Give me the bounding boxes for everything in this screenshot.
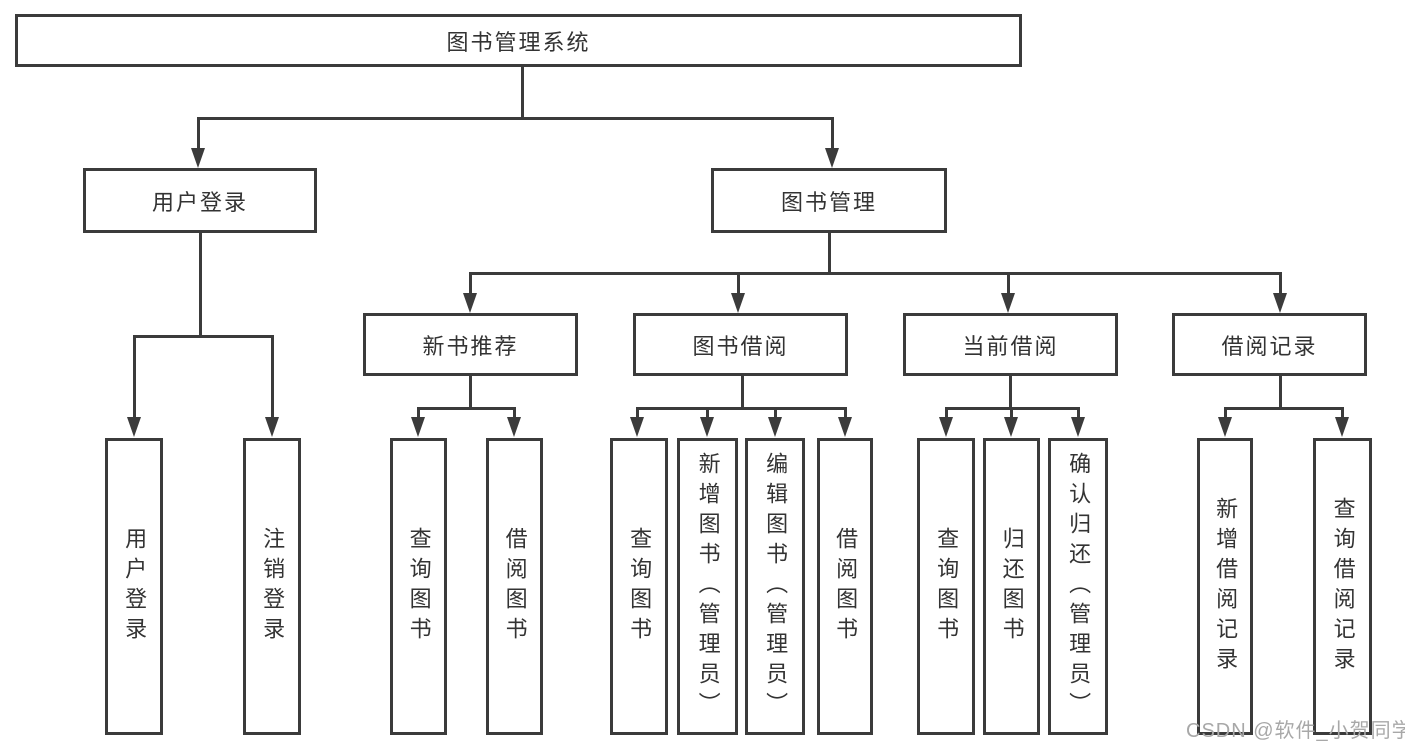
connector-drop-line	[773, 408, 777, 419]
arrow-down-icon	[1273, 293, 1287, 313]
leaf-return-books: 归还图书	[983, 438, 1040, 735]
connector-drop-line	[705, 408, 709, 419]
leaf-confirm-return-admin-label: 确认归还（管理员）	[1066, 451, 1092, 722]
node-library-system-label: 图书管理系统	[446, 29, 591, 55]
arrow-down-icon	[768, 417, 782, 437]
connector-drop-line	[1223, 408, 1227, 419]
arrow-down-icon	[463, 293, 477, 313]
arrow-down-icon	[265, 417, 279, 437]
connector-drop-line	[1076, 408, 1080, 419]
connector-stub	[827, 233, 831, 273]
connector-rail	[1223, 406, 1344, 410]
leaf-query-books-current: 查询图书	[917, 438, 975, 735]
leaf-add-borrow-record-label: 新增借阅记录	[1213, 496, 1239, 677]
connector-stub	[520, 65, 524, 118]
node-new-book-recommend: 新书推荐	[363, 313, 578, 376]
connector-drop-line	[416, 408, 420, 419]
connector-drop-line	[736, 273, 740, 295]
arrow-down-icon	[1218, 417, 1232, 437]
arrow-down-icon	[1004, 417, 1018, 437]
leaf-add-book-admin-label: 新增图书（管理员）	[695, 451, 721, 722]
arrow-down-icon	[700, 417, 714, 437]
connector-stub	[1008, 376, 1012, 408]
node-book-borrowing-label: 图书借阅	[692, 333, 789, 359]
arrow-down-icon	[1335, 417, 1349, 437]
connector-rail	[635, 406, 847, 410]
arrow-down-icon	[191, 148, 205, 168]
connector-drop-line	[944, 408, 948, 419]
leaf-user-login: 用户登录	[105, 438, 163, 735]
leaf-add-book-admin: 新增图书（管理员）	[677, 438, 738, 735]
connector-rail	[132, 334, 274, 338]
leaf-query-books-borrowing: 查询图书	[610, 438, 668, 735]
node-current-borrowing-label: 当前借阅	[962, 333, 1059, 359]
connector-rail	[468, 271, 1282, 275]
leaf-query-books-recommend-label: 查询图书	[406, 526, 432, 647]
connector-drop-line	[270, 336, 274, 419]
leaf-query-books-recommend: 查询图书	[390, 438, 447, 735]
node-current-borrowing: 当前借阅	[903, 313, 1118, 376]
arrow-down-icon	[939, 417, 953, 437]
connector-drop-line	[1340, 408, 1344, 419]
leaf-query-borrow-record-label: 查询借阅记录	[1330, 496, 1356, 677]
leaf-edit-book-admin: 编辑图书（管理员）	[745, 438, 805, 735]
node-book-management-label: 图书管理	[780, 189, 877, 215]
leaf-user-login-label: 用户登录	[122, 526, 148, 647]
arrow-down-icon	[731, 293, 745, 313]
leaf-edit-book-admin-label: 编辑图书（管理员）	[763, 451, 789, 722]
connector-drop-line	[132, 336, 136, 419]
connector-stub	[740, 376, 744, 408]
node-book-management: 图书管理	[711, 168, 947, 233]
leaf-query-books-current-label: 查询图书	[934, 526, 960, 647]
connector-drop-line	[843, 408, 847, 419]
connector-stub	[1278, 376, 1282, 408]
connector-drop-line	[830, 118, 834, 150]
connector-drop-line	[468, 273, 472, 295]
leaf-logout: 注销登录	[243, 438, 301, 735]
node-new-book-recommend-label: 新书推荐	[422, 333, 519, 359]
connector-rail	[196, 116, 834, 120]
leaf-query-books-borrowing-label: 查询图书	[627, 526, 653, 647]
arrow-down-icon	[838, 417, 852, 437]
connector-drop-line	[1009, 408, 1013, 419]
arrow-down-icon	[1071, 417, 1085, 437]
leaf-borrow-books-borrowing-label: 借阅图书	[833, 526, 859, 647]
arrow-down-icon	[1001, 293, 1015, 313]
node-user-login-label: 用户登录	[151, 189, 248, 215]
arrow-down-icon	[825, 148, 839, 168]
leaf-borrow-books-borrowing: 借阅图书	[817, 438, 873, 735]
arrow-down-icon	[630, 417, 644, 437]
connector-drop-line	[635, 408, 639, 419]
arrow-down-icon	[411, 417, 425, 437]
connector-stub	[198, 233, 202, 336]
leaf-return-books-label: 归还图书	[999, 526, 1025, 647]
node-borrow-records: 借阅记录	[1172, 313, 1367, 376]
arrow-down-icon	[127, 417, 141, 437]
leaf-logout-label: 注销登录	[260, 526, 286, 647]
leaf-borrow-books-recommend: 借阅图书	[486, 438, 543, 735]
leaf-add-borrow-record: 新增借阅记录	[1197, 438, 1253, 735]
connector-drop-line	[1006, 273, 1010, 295]
leaf-query-borrow-record: 查询借阅记录	[1313, 438, 1372, 735]
connector-drop-line	[1278, 273, 1282, 295]
leaf-borrow-books-recommend-label: 借阅图书	[502, 526, 528, 647]
arrow-down-icon	[507, 417, 521, 437]
node-book-borrowing: 图书借阅	[633, 313, 848, 376]
watermark: CSDN @软件_小贺同学	[1186, 720, 1405, 742]
node-borrow-records-label: 借阅记录	[1221, 333, 1318, 359]
connector-stub	[468, 376, 472, 408]
node-user-login: 用户登录	[83, 168, 317, 233]
leaf-confirm-return-admin: 确认归还（管理员）	[1048, 438, 1108, 735]
connector-drop-line	[512, 408, 516, 419]
connector-rail	[416, 406, 516, 410]
node-library-system: 图书管理系统	[15, 14, 1022, 67]
connector-drop-line	[196, 118, 200, 150]
